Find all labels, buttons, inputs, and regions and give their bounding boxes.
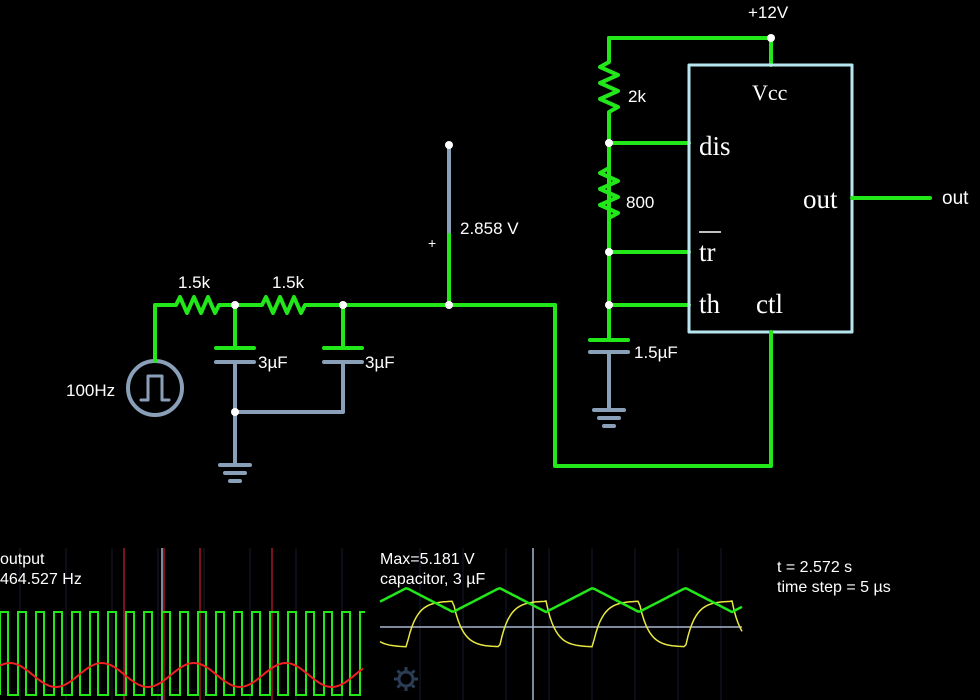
ground-icon: [592, 408, 626, 428]
resistor-800-label: 800: [626, 193, 654, 212]
output-trace: [0, 611, 365, 696]
wire-source[interactable]: [153, 295, 557, 363]
square-wave-source[interactable]: [126, 359, 184, 417]
resistor-2k[interactable]: [598, 36, 620, 254]
gear-icon[interactable]: [394, 667, 418, 691]
sim-status: t = 2.572 s time step = 5 µs: [777, 558, 891, 598]
capacitor-1.5uF-plate-bottom: [588, 350, 630, 412]
scope1-info: output 464.527 Hz: [0, 550, 82, 590]
source-label: 100Hz: [66, 381, 115, 400]
capacitor-current-trace: [379, 600, 743, 648]
chip-pin-dis: dis: [699, 131, 731, 161]
scope-capacitor[interactable]: [379, 548, 743, 700]
scope1-name: output: [0, 551, 45, 568]
chip-pin-out: out: [803, 184, 838, 214]
output-label: out: [942, 188, 969, 209]
square-wave-icon: [139, 374, 171, 402]
capacitor-c2-label: 3µF: [365, 353, 395, 372]
scope2-name: capacitor, 3 µF: [380, 571, 486, 588]
chip-pin-th: th: [699, 289, 721, 319]
resistor-800[interactable]: [598, 141, 620, 342]
ground-icon: [218, 463, 252, 483]
wire-supply[interactable]: [607, 36, 773, 67]
capacitor-c1[interactable]: [214, 303, 256, 350]
wire-ctl[interactable]: [553, 303, 773, 468]
scope2-max: Max=5.181 V: [380, 551, 475, 568]
chip-pin-ctl: ctl: [756, 289, 783, 319]
resistor-r2-label: 1.5k: [272, 273, 305, 292]
resistor-r1-label: 1.5k: [178, 273, 211, 292]
voltmeter-plus: +: [428, 235, 436, 251]
scope-output[interactable]: [0, 548, 365, 700]
voltmeter-reading: 2.858 V: [460, 219, 519, 238]
wire-ground-return: [214, 360, 364, 467]
sim-time: t = 2.572 s: [777, 559, 853, 576]
red-trace: [0, 661, 364, 689]
scope2-info: Max=5.181 V capacitor, 3 µF: [380, 550, 485, 590]
resistor-2k-label: 2k: [628, 87, 646, 106]
chip-pin-vcc: Vcc: [752, 80, 788, 105]
capacitor-1.5uF-label: 1.5µF: [634, 343, 678, 362]
scope1-freq: 464.527 Hz: [0, 571, 82, 588]
capacitor-c1-label: 3µF: [258, 353, 288, 372]
sim-time-step: time step = 5 µs: [777, 579, 891, 596]
chip-pin-tr: tr: [699, 237, 716, 267]
capacitor-voltage-trace: [379, 586, 743, 614]
supply-label: +12V: [748, 3, 789, 22]
capacitor-c2[interactable]: [322, 303, 364, 350]
